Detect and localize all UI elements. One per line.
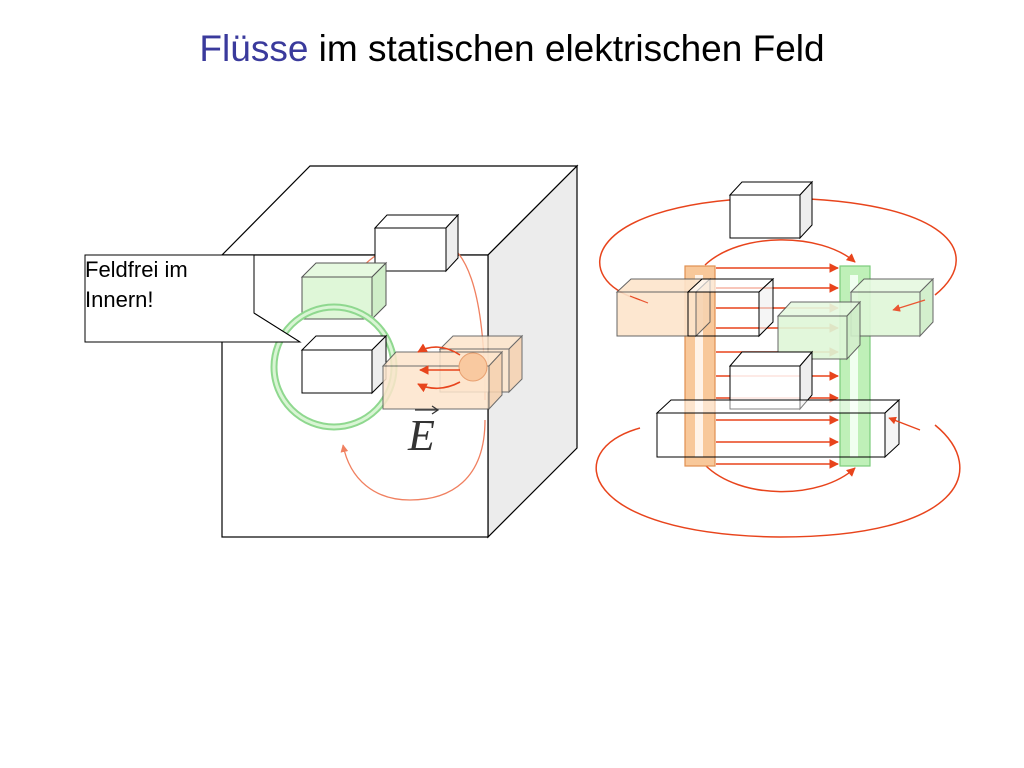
callout-line-2: Innern! [85,287,154,312]
slide-title: Flüsse im statischen elektrischen Feld [0,28,1024,70]
surface-field-arrows [417,343,461,393]
callout-line-1: Feldfrei im [85,257,188,282]
right-box-top [728,180,814,240]
small-box-top [373,213,460,273]
right-box-green-center [776,300,862,361]
right-box-green-outer [849,277,935,338]
right-box-straddle [686,277,775,338]
right-box-orange [615,277,712,338]
title-highlight: Flüsse [199,28,309,69]
field-symbol-text: E [407,411,435,460]
field-symbol: E [407,405,440,460]
callout-text: Feldfrei im Innern! [85,255,235,315]
right-box-long [655,398,921,459]
title-rest: im statischen elektrischen Feld [308,28,825,69]
charge-dot [458,352,488,382]
small-box-inner [300,334,388,395]
callout-box [84,254,302,343]
